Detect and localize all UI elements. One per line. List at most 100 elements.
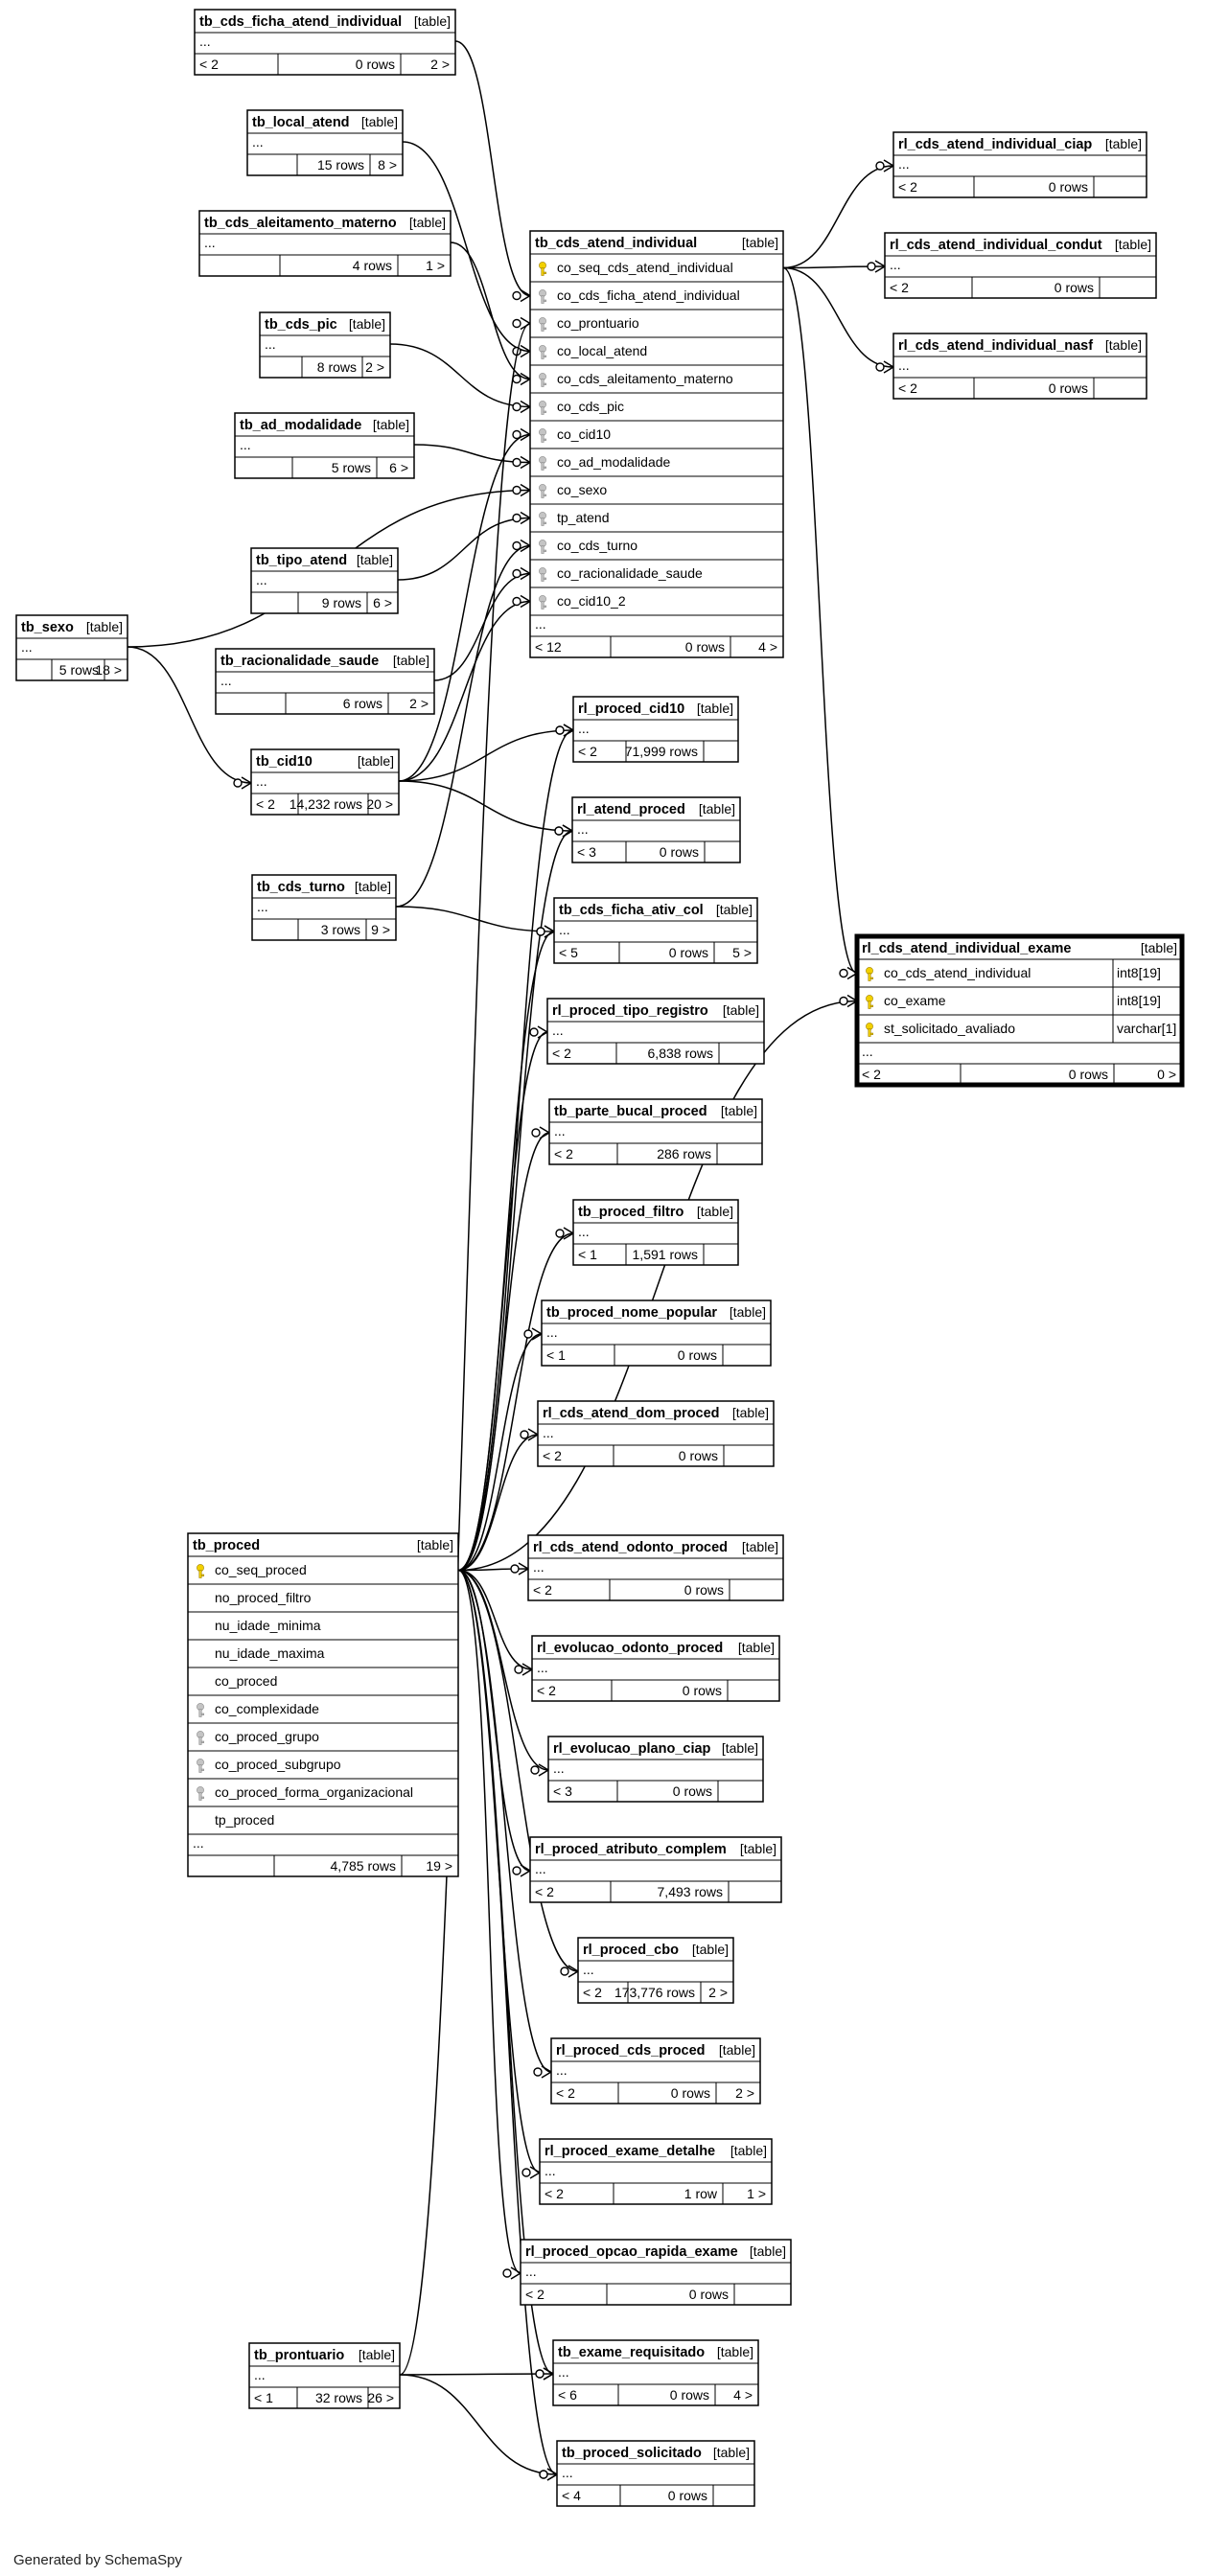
table-type-label: [table] [361, 114, 398, 129]
column-row[interactable]: nu_idade_maxima [188, 1645, 458, 1668]
column-row[interactable]: co_proced_grupo [188, 1729, 458, 1752]
parent-count: < 2 [535, 1884, 554, 1899]
table-type-label: [table] [730, 2143, 767, 2158]
column-row[interactable]: co_local_atend [530, 343, 783, 366]
column-row[interactable]: tp_proced [188, 1812, 458, 1835]
table-rl-proced-opcao-rapida-exame[interactable]: rl_proced_opcao_rapida_exame[table]...< … [520, 2239, 792, 2306]
column-row[interactable]: co_cds_ficha_atend_individual [530, 288, 783, 310]
more-columns-ellipsis: ... [554, 1123, 566, 1138]
column-name: co_prontuario [557, 315, 639, 331]
column-name: co_proced [215, 1673, 277, 1689]
parent-count: < 2 [578, 744, 597, 759]
crows-foot-marker [555, 1227, 575, 1240]
parent-count: < 2 [537, 1683, 556, 1698]
parent-count: < 1 [578, 1247, 597, 1262]
table-name: rl_proced_cbo [583, 1943, 679, 1958]
table-type-label: [table] [717, 2344, 753, 2359]
table-tb-cds-ficha-atend-individual[interactable]: tb_cds_ficha_atend_individual[table]...<… [194, 9, 456, 76]
column-row[interactable]: co_proced_forma_organizacional [188, 1784, 458, 1807]
table-type-label: [table] [697, 701, 733, 716]
table-rl-cds-atend-individual-ciap[interactable]: rl_cds_atend_individual_ciap[table]...< … [892, 131, 1147, 198]
table-name: rl_cds_atend_odonto_proced [533, 1540, 728, 1555]
relationship-line [457, 1333, 543, 1572]
table-name: rl_proced_exame_detalhe [545, 2144, 715, 2159]
column-row[interactable]: no_proced_filtro [188, 1590, 458, 1613]
more-columns-ellipsis: ... [204, 235, 216, 250]
table-tb-cds-aleitamento-materno[interactable]: tb_cds_aleitamento_materno[table]...4 ro… [198, 210, 452, 277]
table-rl-cds-atend-individual-condut[interactable]: rl_cds_atend_individual_condut[table]...… [884, 232, 1157, 299]
more-columns-ellipsis: ... [537, 1660, 548, 1675]
column-row[interactable]: co_prontuario [530, 315, 783, 338]
more-columns-ellipsis: ... [257, 899, 268, 914]
table-name: tb_proced_nome_popular [546, 1305, 717, 1321]
foreign-key-icon [539, 567, 547, 582]
column-row[interactable]: co_complexidade [188, 1701, 458, 1724]
table-rl-cds-atend-individual-nasf[interactable]: rl_cds_atend_individual_nasf[table]...< … [892, 333, 1147, 400]
column-row[interactable]: co_sexo [530, 482, 783, 505]
crows-foot-marker [521, 2166, 542, 2179]
table-tb-cds-atend-individual[interactable]: tb_cds_atend_individual[table]co_seq_cds… [529, 230, 784, 658]
more-columns-ellipsis: ... [543, 1425, 554, 1440]
column-row[interactable]: co_seq_proced [188, 1562, 458, 1585]
column-row[interactable]: co_cid10 [530, 426, 783, 449]
crows-foot-marker [555, 724, 575, 737]
crows-foot-marker [512, 288, 532, 303]
more-columns-ellipsis: ... [265, 336, 276, 352]
column-row[interactable]: co_cds_turno [530, 538, 783, 561]
more-columns-ellipsis: ... [254, 2367, 266, 2382]
column-row[interactable]: co_cds_aleitamento_materno [530, 371, 783, 394]
generated-by-footer[interactable]: Generated by SchemaSpy [13, 2552, 182, 2568]
relationship-line [457, 729, 574, 1572]
table-tb-proced[interactable]: tb_proced[table]co_seq_procedno_proced_f… [187, 1532, 459, 1877]
column-row[interactable]: co_seq_cds_atend_individual [530, 260, 783, 283]
primary-key-icon [197, 1564, 204, 1578]
column-row[interactable]: nu_idade_minima [188, 1618, 458, 1641]
child-count: 2 > [430, 57, 450, 72]
column-row[interactable]: co_proced [188, 1673, 458, 1696]
relationship-line [454, 40, 531, 297]
table-name: rl_proced_tipo_registro [552, 1003, 708, 1019]
table-name: rl_proced_cds_proced [556, 2043, 706, 2058]
table-rl-cds-atend-individual-exame[interactable]: rl_cds_atend_individual_exame[table]co_c… [854, 933, 1185, 1088]
column-row[interactable]: co_cid10_2 [530, 593, 783, 616]
column-row[interactable]: co_cds_pic [530, 399, 783, 422]
foreign-key-icon [539, 484, 547, 498]
column-row[interactable]: co_racionalidade_saude [530, 565, 783, 588]
parent-count: < 3 [553, 1783, 572, 1799]
row-count: 0 rows [1049, 179, 1088, 195]
column-row[interactable]: co_ad_modalidade [530, 454, 783, 477]
column-row[interactable]: tp_atend [530, 510, 783, 533]
column-row[interactable]: co_proced_subgrupo [188, 1757, 458, 1780]
more-columns-ellipsis: ... [21, 639, 33, 655]
table-type-label: [table] [393, 653, 429, 668]
